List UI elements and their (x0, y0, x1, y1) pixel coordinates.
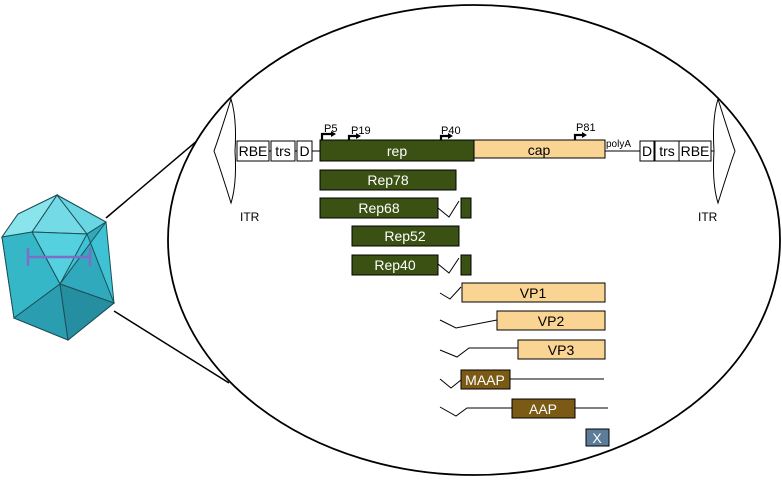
polya-label: polyA (606, 139, 631, 150)
x-label: X (592, 430, 602, 446)
promoter-p19: P19 (347, 125, 371, 140)
promoter-p5: P5 (320, 123, 337, 140)
right-itr-d-box (639, 140, 655, 162)
aap-label: AAP (529, 401, 557, 417)
rep40-product: Rep40 (351, 254, 472, 276)
left-itr: RBE trs D (236, 140, 313, 162)
vp2-label: VP2 (538, 313, 565, 329)
capsid-icon (0, 193, 116, 341)
right-itr-rbe-label: RBE (681, 143, 710, 159)
promoter-p5-label: P5 (324, 123, 337, 135)
right-itr-hairpin (713, 97, 736, 205)
vp3-product: VP3 (439, 339, 606, 360)
cap-gene (473, 139, 606, 159)
rep68-label: Rep68 (358, 200, 399, 216)
magnification-ellipse (167, 4, 781, 476)
promoter-p40: P40 (439, 125, 461, 140)
maap-product: MAAP (439, 369, 604, 390)
rep-gene-label: rep (387, 143, 407, 159)
rep40-label: Rep40 (374, 257, 415, 273)
left-itr-rbe-box (236, 140, 270, 162)
left-itr-d-box (296, 140, 313, 162)
left-itr-trs-label: trs (275, 143, 291, 159)
maap-label: MAAP (465, 372, 505, 388)
vp1-label: VP1 (520, 285, 547, 301)
left-itr-trs-box (270, 140, 296, 162)
right-itr-rbe-box (678, 140, 712, 162)
promoter-p40-label: P40 (441, 125, 461, 137)
promoter-p81-label: P81 (576, 122, 596, 134)
cap-gene-label: cap (528, 142, 551, 158)
left-itr-hairpin (213, 97, 236, 205)
left-itr-label: ITR (240, 210, 260, 224)
vp2-product: VP2 (439, 310, 606, 331)
promoter-p81: P81 (573, 122, 596, 140)
rep78-label: Rep78 (367, 172, 408, 188)
rep52-product: Rep52 (351, 225, 460, 247)
left-itr-d-label: D (299, 143, 309, 159)
right-itr-label: ITR (698, 210, 718, 224)
right-itr-d-label: D (642, 143, 652, 159)
left-itr-rbe-label: RBE (239, 143, 268, 159)
right-itr-trs-label: trs (659, 143, 675, 159)
vp3-label: VP3 (548, 342, 575, 358)
promoter-p19-label: P19 (351, 125, 371, 137)
x-product: X (585, 428, 610, 447)
aap-product: AAP (439, 398, 608, 419)
rep68-product: Rep68 (319, 197, 472, 219)
zoom-line-bottom (113, 310, 230, 384)
rep78-product: Rep78 (319, 169, 457, 191)
vp1-product: VP1 (439, 282, 606, 303)
rep52-label: Rep52 (384, 228, 425, 244)
